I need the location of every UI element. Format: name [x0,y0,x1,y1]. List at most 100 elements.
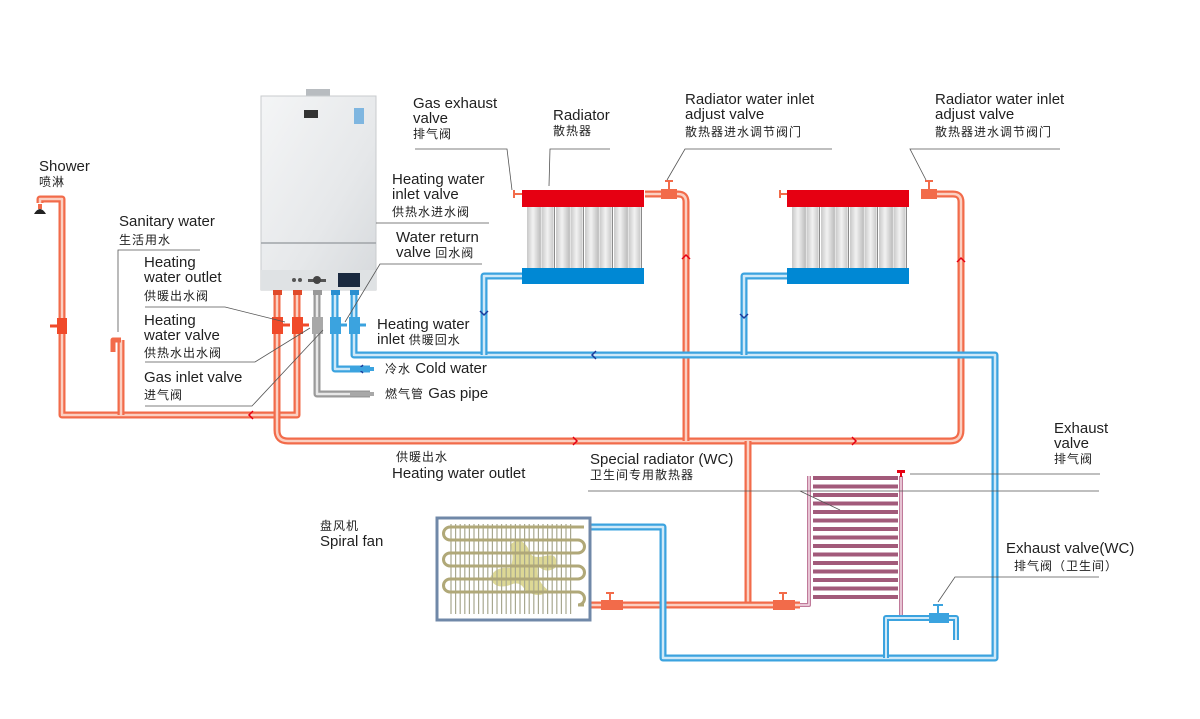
flow-arrows [247,253,966,446]
boiler-unit [260,89,377,291]
label-spiral-fan: 盘风机 Spiral fan [320,519,384,550]
towel-rail-bar [813,552,898,557]
radiator-1-return-pipe [480,272,522,355]
towel-rail-bar [813,518,898,523]
radiator-1 [522,190,644,284]
label-heating-water-inlet: Heating water inlet 供暖回水 [377,316,470,348]
shower-hot-pipe [36,195,301,419]
radiator-fin [806,207,819,268]
boiler-button-icon [298,278,302,282]
gas-inlet-valve[interactable] [312,317,323,334]
boiler-button-icon [292,278,296,282]
label-heating-water-outlet-valve: Heating water outlet 供暖出水阀 [144,254,222,303]
flow-arrow-left-icon [590,350,597,360]
radiator-fin [556,207,568,268]
wc-radiator-pipes [800,476,903,618]
heating-outlet-main-pipe [273,190,965,445]
boiler-sticker [354,108,364,124]
radiator-1-bottom-header [522,268,644,284]
label-exhaust-valve-wc: Exhaust valve(WC) 排气阀（卫生间） [1006,540,1135,573]
radiator-fin [792,207,804,268]
label-sanitary-water: Sanitary water 生活用水 [119,213,215,247]
legend-stubs [350,367,374,396]
label-radiator: Radiator 散热器 [553,107,610,138]
radiator-fin [585,207,597,268]
radiator-2 [787,190,909,284]
towel-rail-bar [813,493,898,497]
radiator-2-return-pipe [740,272,788,355]
label-exhaust-valve: Exhaust valve 排气阀 [1054,420,1109,466]
valves [50,180,949,623]
towel-rail-bar [813,569,898,574]
boiler-knob-icon [313,276,321,284]
flow-arrow-down-icon [739,313,749,320]
label-heating-water-outlet: 供暖出水 Heating water outlet [392,450,526,482]
radiator-fin [541,207,554,268]
radiator-fin [850,207,862,268]
radiator-fin [835,207,848,268]
radiator-2-top-header [787,190,909,207]
radiator-fin [893,207,906,268]
water-return-valve[interactable] [349,317,360,334]
flow-arrow-right-icon [572,436,579,446]
spiral-fan-unit [435,516,592,622]
flow-arrow-up-icon [956,256,966,263]
leader-lines [117,148,1100,603]
towel-rail-bar [813,595,898,599]
label-gas-inlet-valve: Gas inlet valve 进气阀 [144,369,243,402]
radiator-fin [570,207,583,268]
wc-radiator-valve[interactable] [773,600,795,610]
label-special-radiator-wc: Special radiator (WC) 卫生间专用散热器 [590,451,734,482]
wc-towel-radiator [813,476,898,599]
label-radiator-inlet-adjust-valve-1: Radiator water inlet adjust valve 散热器进水调… [685,91,815,139]
towel-rail-bar [813,535,898,540]
shower-valve[interactable] [57,318,67,334]
label-water-return-valve: Water return valve 回水阀 [396,229,479,261]
shower-head-icon [34,209,46,214]
towel-rail-bar [813,484,898,489]
gas-pipe [313,290,370,398]
label-gas-pipe: 燃气管 Gas pipe [385,385,489,402]
wc-exhaust-valve[interactable] [929,613,949,623]
boiler-display [338,273,360,287]
towel-rail-bar [813,510,898,514]
towel-rail-bar [813,476,898,480]
heating-water-valve[interactable] [292,317,303,334]
return-main-pipe [350,290,999,662]
boiler-body [260,95,377,291]
label-shower: Shower 喷淋 [39,158,90,189]
radiator-fin [599,207,612,268]
radiator-1-top-header [522,190,644,207]
towel-rail-bar [813,586,898,591]
towel-rail-bar [813,544,898,548]
flow-arrow-up-icon [681,253,691,260]
label-heating-water-inlet-valve: Heating water inlet valve 供热水进水阀 [392,171,485,219]
radiator-fin [821,207,833,268]
label-gas-exhaust-valve: Gas exhaust valve 排气阀 [413,95,498,141]
radiator-fin [628,207,641,268]
flow-arrow-right-icon [851,436,858,446]
radiator-2-bottom-header [787,268,909,284]
radiator-fin [614,207,626,268]
label-cold-water: 冷水 Cold water [385,360,487,377]
towel-rail-bar [813,578,898,582]
flow-arrow-left-icon [247,410,254,420]
flow-arrow-down-icon [479,310,489,317]
towel-rail-bar [813,501,898,506]
radiator-fin [864,207,877,268]
radiator-1-adjust-valve[interactable] [661,189,677,199]
boiler-flue [306,89,330,97]
heating-outlet-valve[interactable] [272,317,283,334]
towel-rail-bar [813,527,898,531]
fan-coil-valve[interactable] [601,600,623,610]
radiator-fin [527,207,539,268]
boiler-logo [304,110,318,118]
radiator-fin [879,207,891,268]
sanitary-water-pipe [110,337,125,415]
fan-coil-serpentine [442,525,586,607]
radiator-2-adjust-valve[interactable] [921,189,937,199]
label-heating-water-valve: Heating water valve 供热水出水阀 [144,312,223,360]
wc-return-pipe [883,615,959,658]
cold-water-valve[interactable] [330,317,341,334]
